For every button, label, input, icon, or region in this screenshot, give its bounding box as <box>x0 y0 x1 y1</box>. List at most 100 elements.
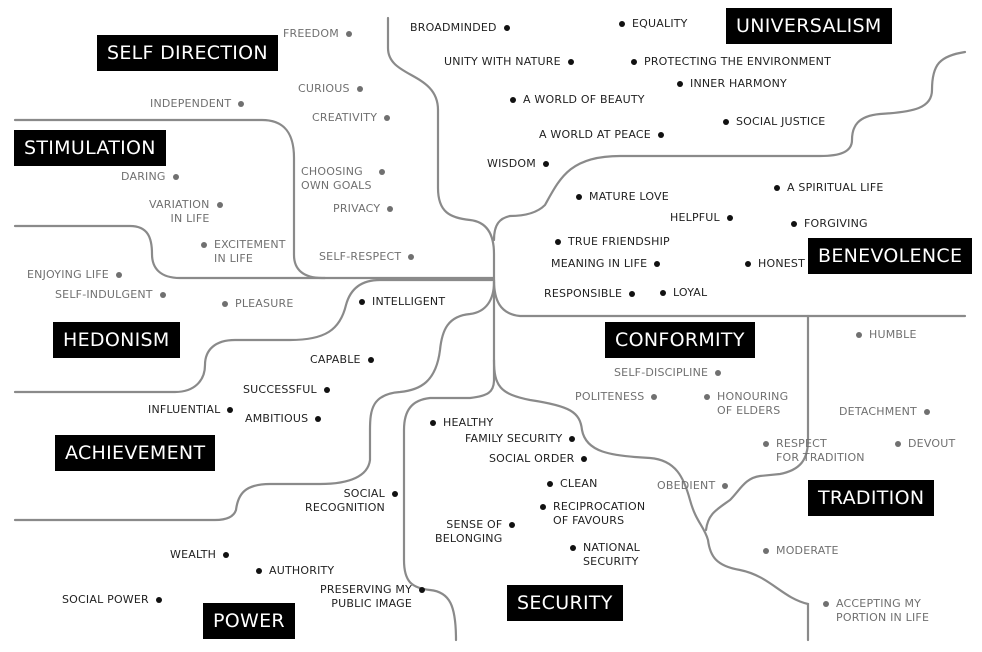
value-responsible: RESPONSIBLE <box>544 287 636 301</box>
bullet-dot <box>677 81 683 87</box>
bullet-dot <box>201 242 207 248</box>
value-creativity: CREATIVITY <box>312 111 391 125</box>
value-successful: SUCCESSFUL <box>243 383 330 397</box>
value-capable: CAPABLE <box>310 353 374 367</box>
value-wisdom: WISDOM <box>487 157 549 171</box>
value-protecting-environment: PROTECTING THE ENVIRONMENT <box>631 55 831 69</box>
bullet-dot <box>503 25 510 31</box>
bullet-dot <box>159 292 166 298</box>
value-helpful: HELPFUL <box>670 211 733 225</box>
category-self-direction: SELF DIRECTION <box>97 35 278 71</box>
value-social-power: SOCIAL POWER <box>62 593 162 607</box>
value-equality: EQUALITY <box>619 17 688 31</box>
bullet-dot <box>223 552 230 558</box>
bullet-dot <box>323 387 330 393</box>
bullet-dot <box>315 416 322 422</box>
bullet-dot <box>115 272 122 278</box>
bullet-dot <box>216 202 223 208</box>
divider-achievement-power <box>13 280 496 522</box>
bullet-dot <box>391 491 398 497</box>
category-security: SECURITY <box>507 585 623 621</box>
bullet-dot <box>856 332 862 338</box>
bullet-dot <box>923 409 930 415</box>
bullet-dot <box>823 601 829 607</box>
bullet-dot <box>378 169 385 175</box>
bullet-dot <box>745 261 751 267</box>
bullet-dot <box>540 504 546 510</box>
category-conformity: CONFORMITY <box>605 322 755 358</box>
bullet-dot <box>763 441 769 447</box>
value-curious: CURIOUS <box>298 82 363 96</box>
divider-self-direction-universalism <box>386 16 496 282</box>
value-true-friendship: TRUE FRIENDSHIP <box>555 235 670 249</box>
category-universalism: UNIVERSALISM <box>726 8 892 44</box>
bullet-dot <box>657 132 664 138</box>
value-intelligent: INTELLIGENT <box>359 295 445 309</box>
category-hedonism: HEDONISM <box>53 322 180 358</box>
value-daring: DARING <box>121 170 179 184</box>
category-stimulation: STIMULATION <box>14 130 166 166</box>
value-pleasure: PLEASURE <box>222 297 293 311</box>
bullet-dot <box>660 290 666 296</box>
bullet-dot <box>576 194 582 200</box>
bullet-dot <box>227 407 234 413</box>
value-authority: AUTHORITY <box>256 564 334 578</box>
bullet-dot <box>408 254 415 260</box>
value-unity-with-nature: UNITY WITH NATURE <box>444 55 574 69</box>
value-freedom: FREEDOM <box>283 27 352 41</box>
value-moderate: MODERATE <box>763 544 839 558</box>
bullet-dot <box>345 31 352 37</box>
bullet-dot <box>791 221 797 227</box>
value-spiritual-life: A SPIRITUAL LIFE <box>774 181 884 195</box>
value-inner-harmony: INNER HARMONY <box>677 77 787 91</box>
bullet-dot <box>651 394 658 400</box>
bullet-dot <box>542 161 549 167</box>
bullet-dot <box>715 370 722 376</box>
value-devout: DEVOUT <box>895 437 955 451</box>
value-social-order: SOCIAL ORDER <box>489 452 588 466</box>
value-wealth: WEALTH <box>170 548 230 562</box>
bullet-dot <box>555 239 561 245</box>
value-detachment: DETACHMENT <box>839 405 930 419</box>
bullet-dot <box>387 206 394 212</box>
divider-security-conformity <box>492 358 810 642</box>
bullet-dot <box>631 59 637 65</box>
bullet-dot <box>726 215 733 221</box>
value-social-justice: SOCIAL JUSTICE <box>723 115 825 129</box>
bullet-dot <box>763 548 769 554</box>
value-broadminded: BROADMINDED <box>410 21 510 35</box>
bullet-dot <box>619 21 625 27</box>
bullet-dot <box>895 441 901 447</box>
category-power: POWER <box>203 603 295 639</box>
bullet-dot <box>419 587 426 593</box>
value-ambitious: AMBITIOUS <box>245 412 322 426</box>
bullet-dot <box>722 483 729 489</box>
value-meaning-in-life: MEANING IN LIFE <box>551 257 661 271</box>
category-benevolence: BENEVOLENCE <box>808 238 973 274</box>
bullet-dot <box>510 97 516 103</box>
value-world-of-beauty: A WORLD OF BEAUTY <box>510 93 645 107</box>
value-enjoying-life: ENJOYING LIFE <box>27 268 122 282</box>
divider-self-direction-stimulation <box>13 118 496 280</box>
value-self-respect: SELF-RESPECT <box>319 250 415 264</box>
bullet-dot <box>238 101 245 107</box>
bullet-dot <box>654 261 661 267</box>
value-privacy: PRIVACY <box>333 202 394 216</box>
value-family-security: FAMILY SECURITY <box>465 432 576 446</box>
divider-universalism-benevolence <box>492 50 967 242</box>
bullet-dot <box>547 481 553 487</box>
divider-hedonism-achievement <box>13 278 496 394</box>
bullet-dot <box>704 394 710 400</box>
value-politeness: POLITENESS <box>575 390 658 404</box>
value-honest: HONEST <box>745 257 805 271</box>
